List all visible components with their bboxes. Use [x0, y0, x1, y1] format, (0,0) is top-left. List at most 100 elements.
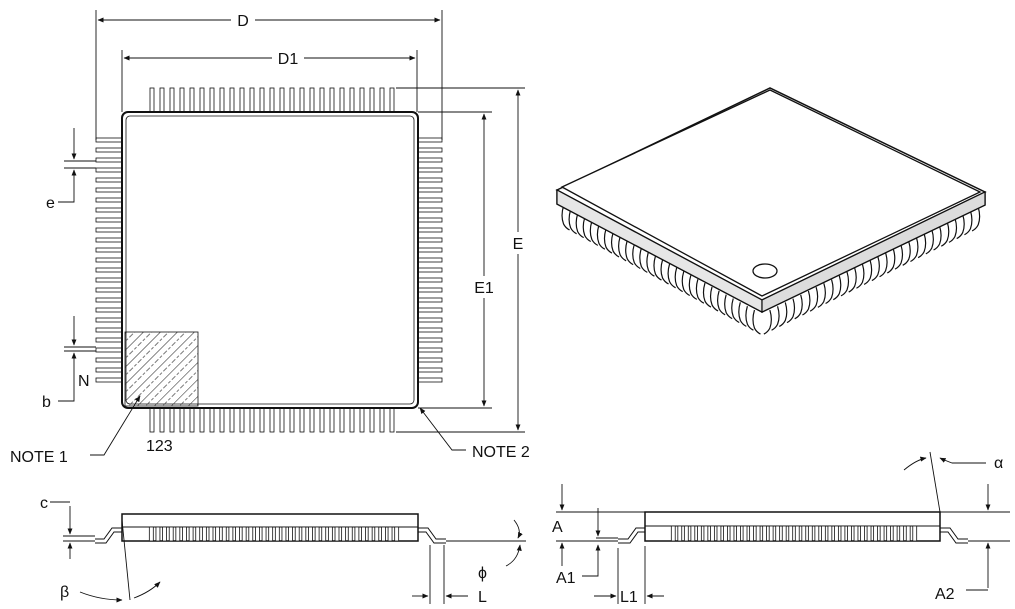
lead-top [219, 87, 225, 113]
iso-lead-front [688, 275, 698, 300]
iso-lead-right [894, 244, 904, 270]
lead-bottom [179, 407, 185, 433]
iso-lead-right [933, 225, 942, 251]
lead-top [279, 87, 285, 113]
iso-lead-front [717, 290, 726, 316]
side-lead [308, 526, 313, 542]
side-lead [899, 525, 905, 542]
iso-lead-right [809, 286, 819, 312]
iso-lead-front [738, 302, 747, 327]
lead-top [369, 87, 375, 113]
side-lead [255, 526, 260, 542]
side-lead [354, 526, 360, 542]
lead-left [95, 157, 123, 163]
side-lead [827, 525, 833, 542]
iso-lead-right [786, 298, 796, 324]
lead-left [95, 377, 123, 383]
lead-top [269, 87, 275, 113]
side-lead [248, 526, 254, 542]
iso-lead-front [561, 205, 570, 231]
side-lead [168, 526, 174, 542]
note1-label: NOTE 1 [10, 449, 68, 466]
dim-label-l: L [478, 589, 487, 606]
lead-top [159, 87, 165, 113]
side-lead [281, 526, 287, 542]
dim-label-l1: L1 [620, 589, 638, 606]
pin-numbers-label: 123 [146, 438, 173, 455]
side-left-lead-right [418, 527, 446, 544]
iso-lead-right [948, 218, 958, 243]
side-lead [294, 526, 300, 542]
lead-top [249, 87, 255, 113]
lead-right [417, 377, 443, 383]
lead-top [359, 87, 365, 113]
lead-top [299, 87, 305, 113]
lead-bottom [169, 407, 175, 433]
iso-lead-front [731, 298, 740, 324]
lead-bottom [389, 407, 395, 433]
beta-arc [79, 591, 123, 603]
iso-body-top [560, 89, 982, 297]
side-lead [873, 525, 878, 542]
iso-body-right [761, 191, 986, 313]
lead-bottom [239, 407, 245, 433]
side-lead [677, 525, 683, 542]
iso-lead-front [596, 225, 606, 250]
dim-label-b: b [42, 394, 51, 411]
lead-bottom [219, 407, 225, 433]
dim-label-alpha: α [994, 455, 1003, 472]
lead-left [95, 147, 123, 153]
lead-right [417, 357, 443, 363]
side-lead [860, 525, 865, 542]
isometric-view [555, 87, 987, 335]
phi-arc [513, 519, 523, 539]
iso-lead-right [771, 306, 780, 331]
side-lead [327, 526, 333, 542]
lead-bottom [329, 407, 335, 433]
lead-bottom [309, 407, 315, 433]
lead-right [417, 287, 443, 293]
lead-left [95, 237, 123, 243]
side-lead [866, 525, 872, 542]
side-lead [195, 526, 201, 542]
lead-right [417, 237, 443, 243]
lead-right [417, 167, 443, 173]
iso-lead-front [646, 252, 655, 277]
iso-lead-right [802, 290, 811, 316]
side-lead [241, 526, 247, 542]
dim-label-e-pitch: e [46, 195, 55, 212]
lead-top [229, 87, 235, 113]
side-lead [162, 526, 167, 542]
side-lead [879, 525, 885, 542]
lead-top [379, 87, 385, 113]
lead-bottom [199, 407, 205, 433]
lead-left [95, 217, 123, 223]
alpha-arc-left [903, 456, 927, 471]
lead-right [417, 227, 443, 233]
iso-lead-right [964, 210, 973, 236]
dim-label-beta: β [60, 584, 69, 601]
side-view-left: c β ϕ L [40, 495, 526, 606]
lead-top [199, 87, 205, 113]
side-lead [208, 526, 214, 542]
side-lead [235, 526, 240, 542]
side-lead [301, 526, 307, 542]
iso-lead-right [879, 252, 888, 278]
dim-label-a: A [552, 519, 563, 536]
iso-lead-right [925, 229, 934, 255]
side-lead [840, 525, 846, 542]
iso-lead-front [568, 209, 577, 235]
iso-lead-right [941, 222, 950, 247]
note2-leader [419, 407, 466, 451]
lead-bottom [349, 407, 355, 433]
iso-lead-front [752, 309, 761, 335]
dim-label-c: c [40, 495, 48, 512]
iso-lead-right [763, 309, 772, 335]
side-left-leads [148, 526, 400, 542]
side-lead [892, 525, 898, 542]
lead-left [95, 327, 123, 333]
iso-lead-front [667, 263, 676, 289]
lead-right [417, 257, 443, 263]
dim-label-d1: D1 [278, 51, 299, 68]
